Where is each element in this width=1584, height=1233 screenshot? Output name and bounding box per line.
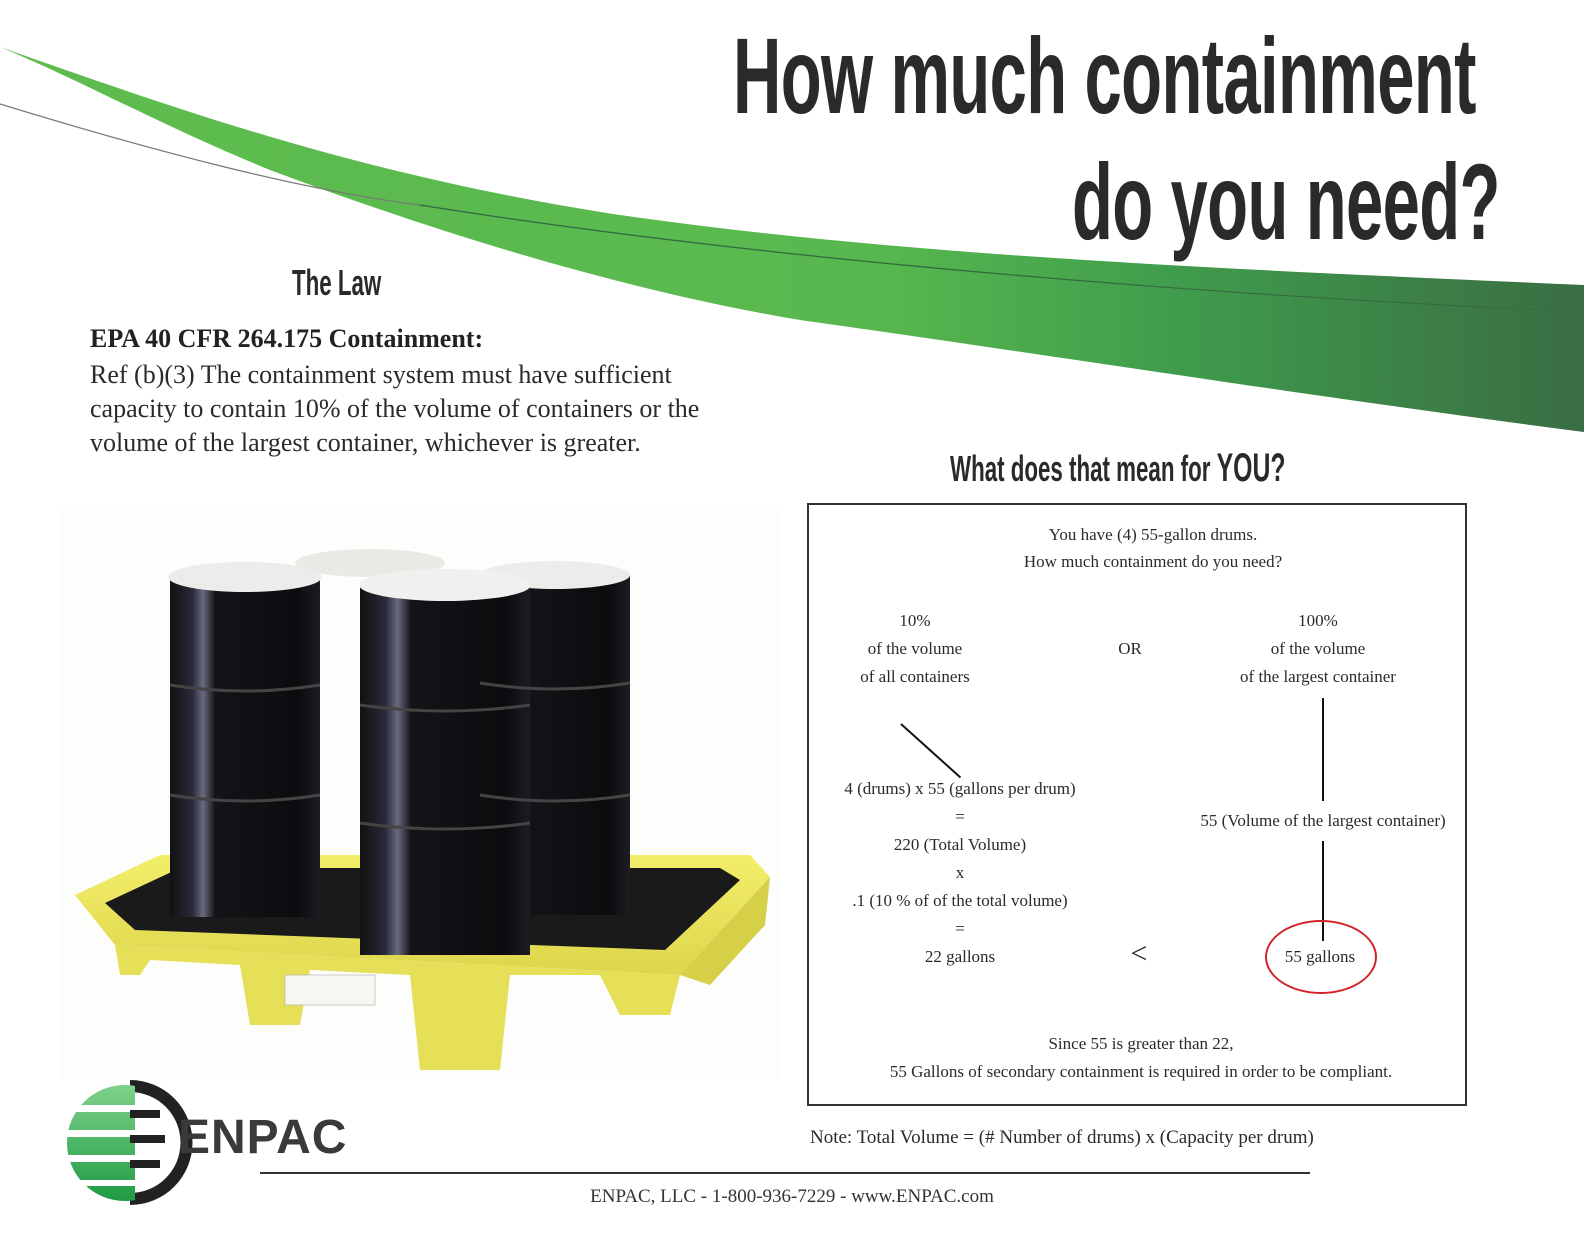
right-vertical-connector-top [1322, 698, 1324, 801]
left-label-line-1: of the volume [867, 639, 963, 658]
headline-line-2: do you need? [1072, 141, 1500, 262]
left-calc-step-3: 220 (Total Volume) [893, 835, 1027, 854]
law-heading: The Law [292, 262, 382, 303]
drums-on-spill-pallet-image [60, 505, 780, 1080]
right-calc: 55 (Volume of the largest container) [1200, 811, 1446, 830]
result-highlight-circle [1265, 920, 1377, 994]
intro-line-2: How much containment do you need? [1023, 552, 1283, 571]
enpac-logo-wordmark: ENPAC [178, 1111, 348, 1164]
footer-divider [260, 1172, 1310, 1174]
right-label-line-2: of the largest container [1240, 667, 1396, 686]
calculation-box: You have (4) 55-gallon drums. How much c… [807, 503, 1467, 1106]
or-label: OR [1118, 639, 1142, 658]
left-calc-step-1: 4 (drums) x 55 (gallons per drum) [844, 779, 1076, 798]
law-body-text: Ref (b)(3) The containment system must h… [90, 360, 700, 457]
intro-line-1: You have (4) 55-gallon drums. [1048, 525, 1258, 544]
less-than-symbol: < [1130, 937, 1148, 970]
green-swoosh-graphic [0, 47, 1584, 432]
left-diagonal-connector [900, 723, 962, 779]
right-vertical-connector-bottom [1322, 841, 1324, 941]
left-calc-step-4: x [955, 863, 965, 882]
headline-line-1: How much containment [733, 15, 1476, 136]
left-calc-step-2: = [955, 807, 965, 826]
example-heading-emphasis: YOU? [1216, 446, 1286, 490]
formula-note: Note: Total Volume = (# Number of drums)… [810, 1127, 1314, 1148]
footer-contact: ENPAC, LLC - 1-800-936-7229 - www.ENPAC.… [590, 1186, 994, 1207]
example-heading: What does that mean for YOU? [950, 446, 1286, 491]
left-calc-step-6: = [955, 919, 965, 938]
left-label-line-2: of all containers [860, 667, 970, 686]
right-label-line-1: of the volume [1270, 639, 1366, 658]
left-result: 22 gallons [924, 947, 996, 966]
left-percentage: 10% [899, 611, 931, 630]
left-calc-step-5: .1 (10 % of of the total volume) [852, 891, 1068, 910]
law-citation-title: EPA 40 CFR 264.175 Containment: [90, 324, 484, 353]
conclusion-line-2: 55 Gallons of secondary containment is r… [889, 1062, 1393, 1081]
conclusion-line-1: Since 55 is greater than 22, [1048, 1034, 1234, 1053]
enpac-logo-icon [55, 1080, 193, 1205]
right-result: 55 gallons [1284, 947, 1356, 966]
example-heading-prefix: What does that mean for [950, 448, 1217, 489]
right-percentage: 100% [1298, 611, 1338, 630]
